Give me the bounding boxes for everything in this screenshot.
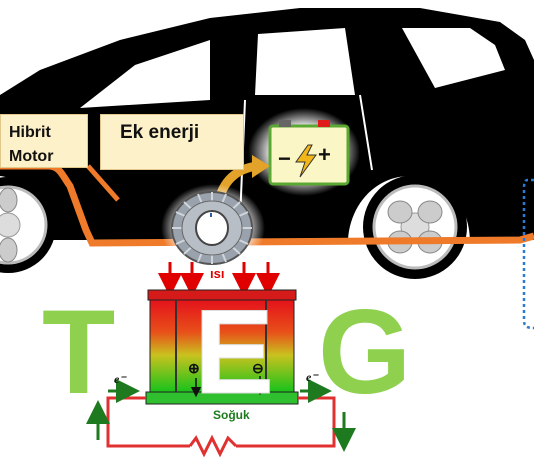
teg-letter-t: T xyxy=(42,285,116,419)
teg-letter-e: E xyxy=(193,285,275,419)
battery-minus-label: − xyxy=(278,146,291,171)
cold-label: Soğuk xyxy=(213,408,250,422)
front-wheel xyxy=(363,175,467,279)
hybrid-motor-label: Hibrit Motor xyxy=(9,124,54,165)
teg-letter-g: G xyxy=(318,285,412,419)
n-type-marker: ⊖ xyxy=(252,360,264,376)
teg-generator-icon xyxy=(171,191,253,265)
extra-energy-label: Ek enerji xyxy=(120,122,200,143)
car-window-middle xyxy=(255,28,355,95)
heat-label: ısı xyxy=(210,266,225,281)
rear-wheel xyxy=(0,177,56,273)
dotted-outline xyxy=(522,178,534,330)
p-type-marker: ⊕ xyxy=(188,360,200,376)
car-window-rear xyxy=(80,40,210,108)
teg-module xyxy=(145,289,299,405)
electron-label-left: e⁻ xyxy=(114,372,126,386)
hybrid-motor-box xyxy=(0,114,88,168)
resistor-icon xyxy=(188,434,238,458)
battery-plus-label: + xyxy=(318,142,331,167)
car-window-front xyxy=(402,28,505,88)
heat-arrows xyxy=(158,262,280,297)
lightning-bolt-icon xyxy=(295,144,317,178)
battery-icon xyxy=(268,120,350,186)
extra-energy-box xyxy=(100,114,244,170)
electron-label-right: e⁻ xyxy=(306,370,318,384)
